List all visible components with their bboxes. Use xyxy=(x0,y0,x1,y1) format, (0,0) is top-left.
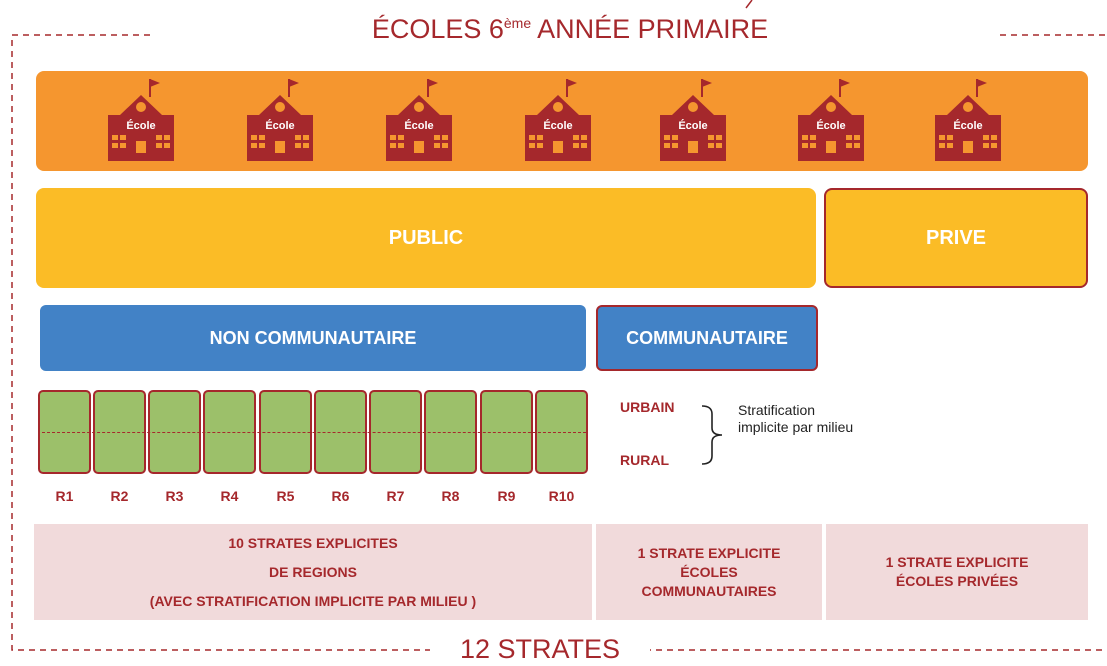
school-icon: École xyxy=(796,77,866,163)
strata-line: 10 STRATES EXPLICITES xyxy=(228,534,398,551)
private-sector: PRIVE xyxy=(824,188,1088,288)
school-icon: École xyxy=(106,77,176,163)
school-label: École xyxy=(953,119,982,132)
school-label: École xyxy=(404,119,433,132)
non-communautaire-box: NON COMMUNAUTAIRE xyxy=(40,305,586,371)
school-icon: École xyxy=(933,77,1003,163)
strata-line: COMMUNAUTAIRES xyxy=(641,582,777,599)
school-label: École xyxy=(678,119,707,132)
milieu-divider-line xyxy=(42,432,586,433)
milieu-brace xyxy=(701,405,723,465)
strata-communautaires: 1 STRATE EXPLICITE ÉCOLES COMMUNAUTAIRES xyxy=(596,524,822,620)
strata-line: (AVEC STRATIFICATION IMPLICITE PAR MILIE… xyxy=(149,592,477,609)
stratification-note: Stratification implicite par milieu xyxy=(738,402,854,435)
school-label: École xyxy=(126,119,155,132)
total-strata-label: 12 STRATES xyxy=(430,632,650,666)
region-label: R3 xyxy=(165,488,184,504)
school-label: École xyxy=(265,119,294,132)
strata-line: 1 STRATE EXPLICITE xyxy=(637,544,781,561)
region-label: R2 xyxy=(110,488,129,504)
school-icon: École xyxy=(245,77,315,163)
region-label: R4 xyxy=(220,488,239,504)
region-label: R8 xyxy=(441,488,460,504)
urbain-label: URBAIN xyxy=(620,399,675,415)
region-label: R10 xyxy=(548,488,575,504)
schools-bar: École École École École École École École xyxy=(36,71,1088,171)
region-label: R9 xyxy=(497,488,516,504)
strata-line: DE REGIONS xyxy=(269,563,357,580)
school-icon: École xyxy=(523,77,593,163)
region-label: R1 xyxy=(55,488,74,504)
region-label: R5 xyxy=(276,488,295,504)
page-title: ÉCOLES 6ème ANNÉE PRIMAIRE xyxy=(300,14,840,45)
rural-label: RURAL xyxy=(620,452,669,468)
school-label: École xyxy=(543,119,572,132)
strata-line: 1 STRATE EXPLICITE xyxy=(885,554,1029,570)
public-sector: PUBLIC xyxy=(36,188,816,288)
strata-line: ÉCOLES xyxy=(680,563,738,580)
communautaire-box: COMMUNAUTAIRE xyxy=(596,305,818,371)
strata-line: ÉCOLES PRIVÉES xyxy=(895,573,1019,589)
strata-regions: 10 STRATES EXPLICITES DE REGIONS (AVEC S… xyxy=(34,524,592,620)
strata-privees: 1 STRATE EXPLICITE ÉCOLES PRIVÉES xyxy=(826,524,1088,620)
school-icon: École xyxy=(384,77,454,163)
region-label: R7 xyxy=(386,488,405,504)
school-icon: École xyxy=(658,77,728,163)
school-label: École xyxy=(816,119,845,132)
region-label: R6 xyxy=(331,488,350,504)
